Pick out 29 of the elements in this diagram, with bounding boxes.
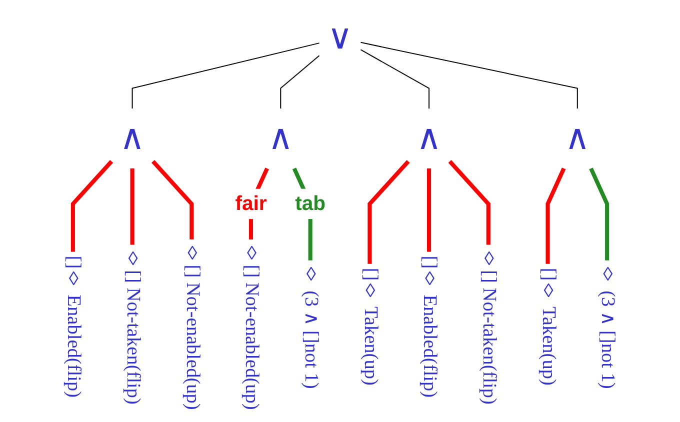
node-text: ◊ (3 ∧ []not 1) xyxy=(300,264,322,389)
node-text: ∧ xyxy=(416,118,442,158)
node-text: []◊ Taken(up) xyxy=(538,268,560,386)
connector xyxy=(152,160,194,240)
connector xyxy=(589,168,610,260)
connector xyxy=(280,55,320,109)
node-text: []◊ Taken(up) xyxy=(360,268,382,386)
node-text: ∧ xyxy=(564,118,590,158)
node-text: ∧ xyxy=(268,118,294,158)
node-text: []◊ Enabled(flip) xyxy=(419,256,440,398)
node-text: ∧ xyxy=(120,118,145,158)
node-text: ◊[] Not-enabled(up) xyxy=(182,243,204,410)
connector xyxy=(427,168,432,252)
node-text: []◊ Enabled(flip) xyxy=(63,256,84,398)
edge-label: tab xyxy=(295,192,326,216)
connector xyxy=(360,49,430,109)
node-text: ◊[] Not-taken(flip) xyxy=(478,248,500,404)
node-text: ◊ (3 ∧ []not 1) xyxy=(597,264,618,389)
connector xyxy=(448,160,490,245)
connector xyxy=(368,160,410,264)
connector xyxy=(546,168,566,264)
node-text: ◊[] Not-taken(flip) xyxy=(122,248,144,404)
node-text: ◊[] Not-enabled(up) xyxy=(241,243,262,410)
connector xyxy=(132,42,320,109)
connector xyxy=(130,168,134,245)
connector xyxy=(360,42,578,109)
edge-label: fair xyxy=(235,192,267,216)
node-text: ∨ xyxy=(327,17,353,58)
connector xyxy=(70,160,114,252)
